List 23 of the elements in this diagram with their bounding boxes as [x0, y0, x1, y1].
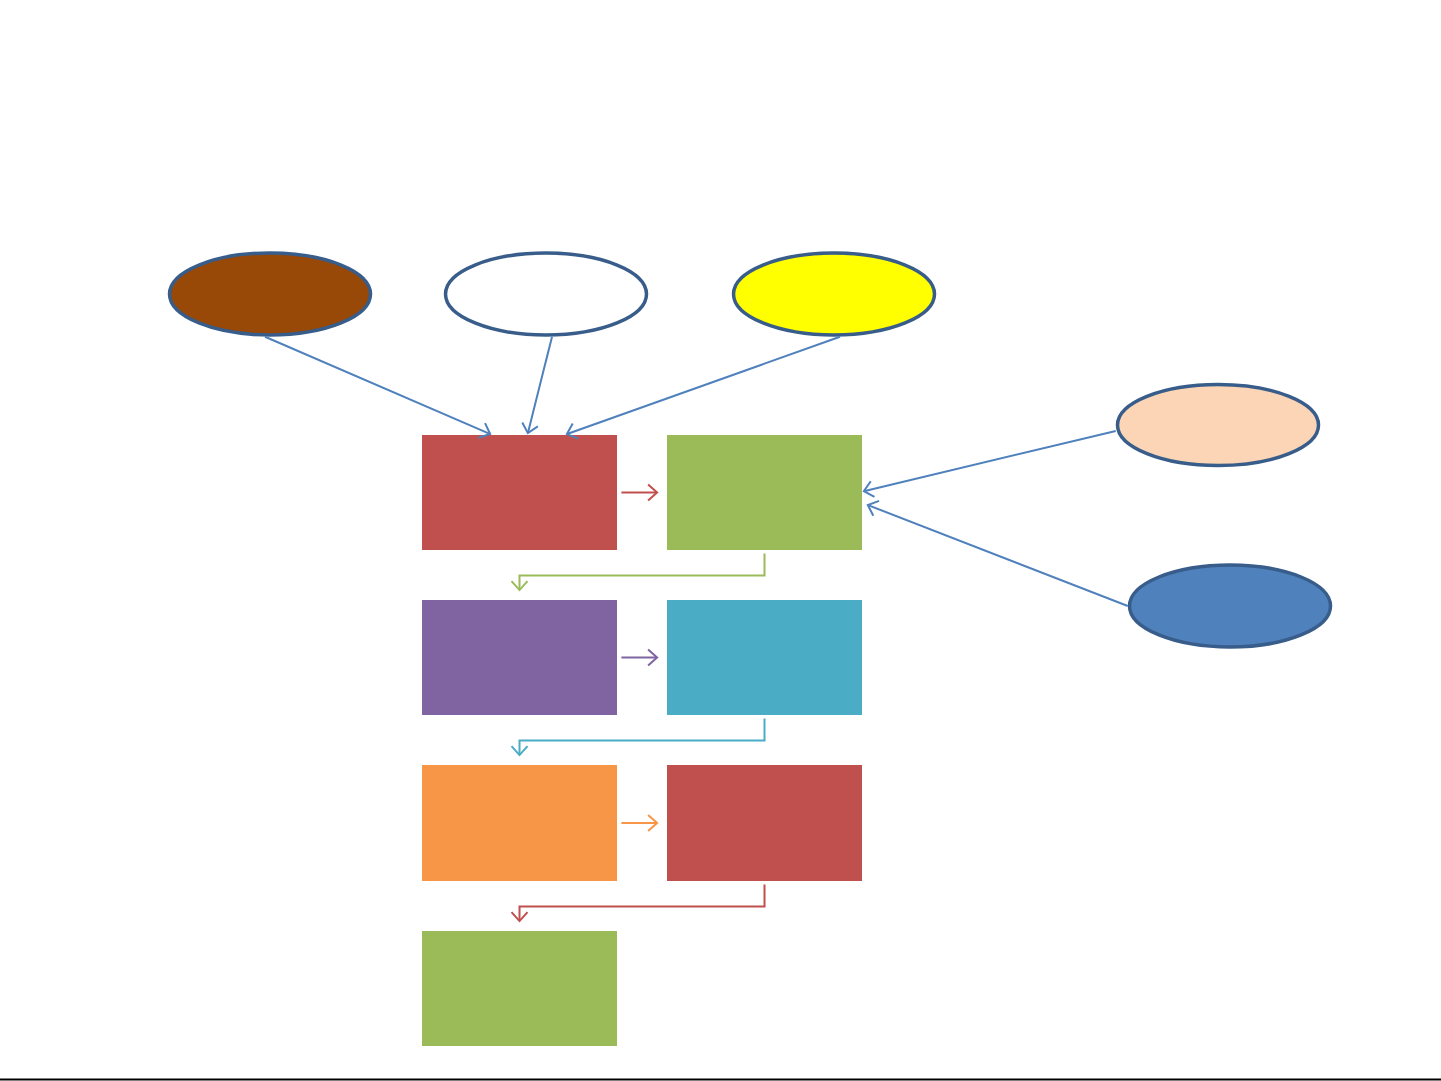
process-box	[667, 435, 862, 550]
process-box	[667, 600, 862, 715]
process-box	[422, 600, 617, 715]
ellipse	[167, 251, 373, 337]
process-box	[422, 435, 617, 550]
arrow	[620, 648, 659, 667]
ellipse	[731, 251, 937, 337]
ellipse	[1115, 382, 1321, 468]
arrow	[620, 814, 659, 832]
process-box	[422, 765, 617, 881]
elbow-arrow	[510, 883, 766, 923]
arrow	[866, 499, 1129, 607]
elbow-arrow	[510, 717, 766, 757]
arrow	[264, 335, 492, 439]
ellipse	[443, 251, 649, 337]
elbow-arrow	[510, 552, 766, 592]
ellipse	[1127, 563, 1333, 649]
arrow	[620, 483, 659, 502]
arrow	[565, 335, 841, 440]
arrow	[521, 335, 553, 435]
process-box	[422, 931, 617, 1046]
process-box	[667, 765, 862, 881]
arrow	[862, 430, 1117, 498]
